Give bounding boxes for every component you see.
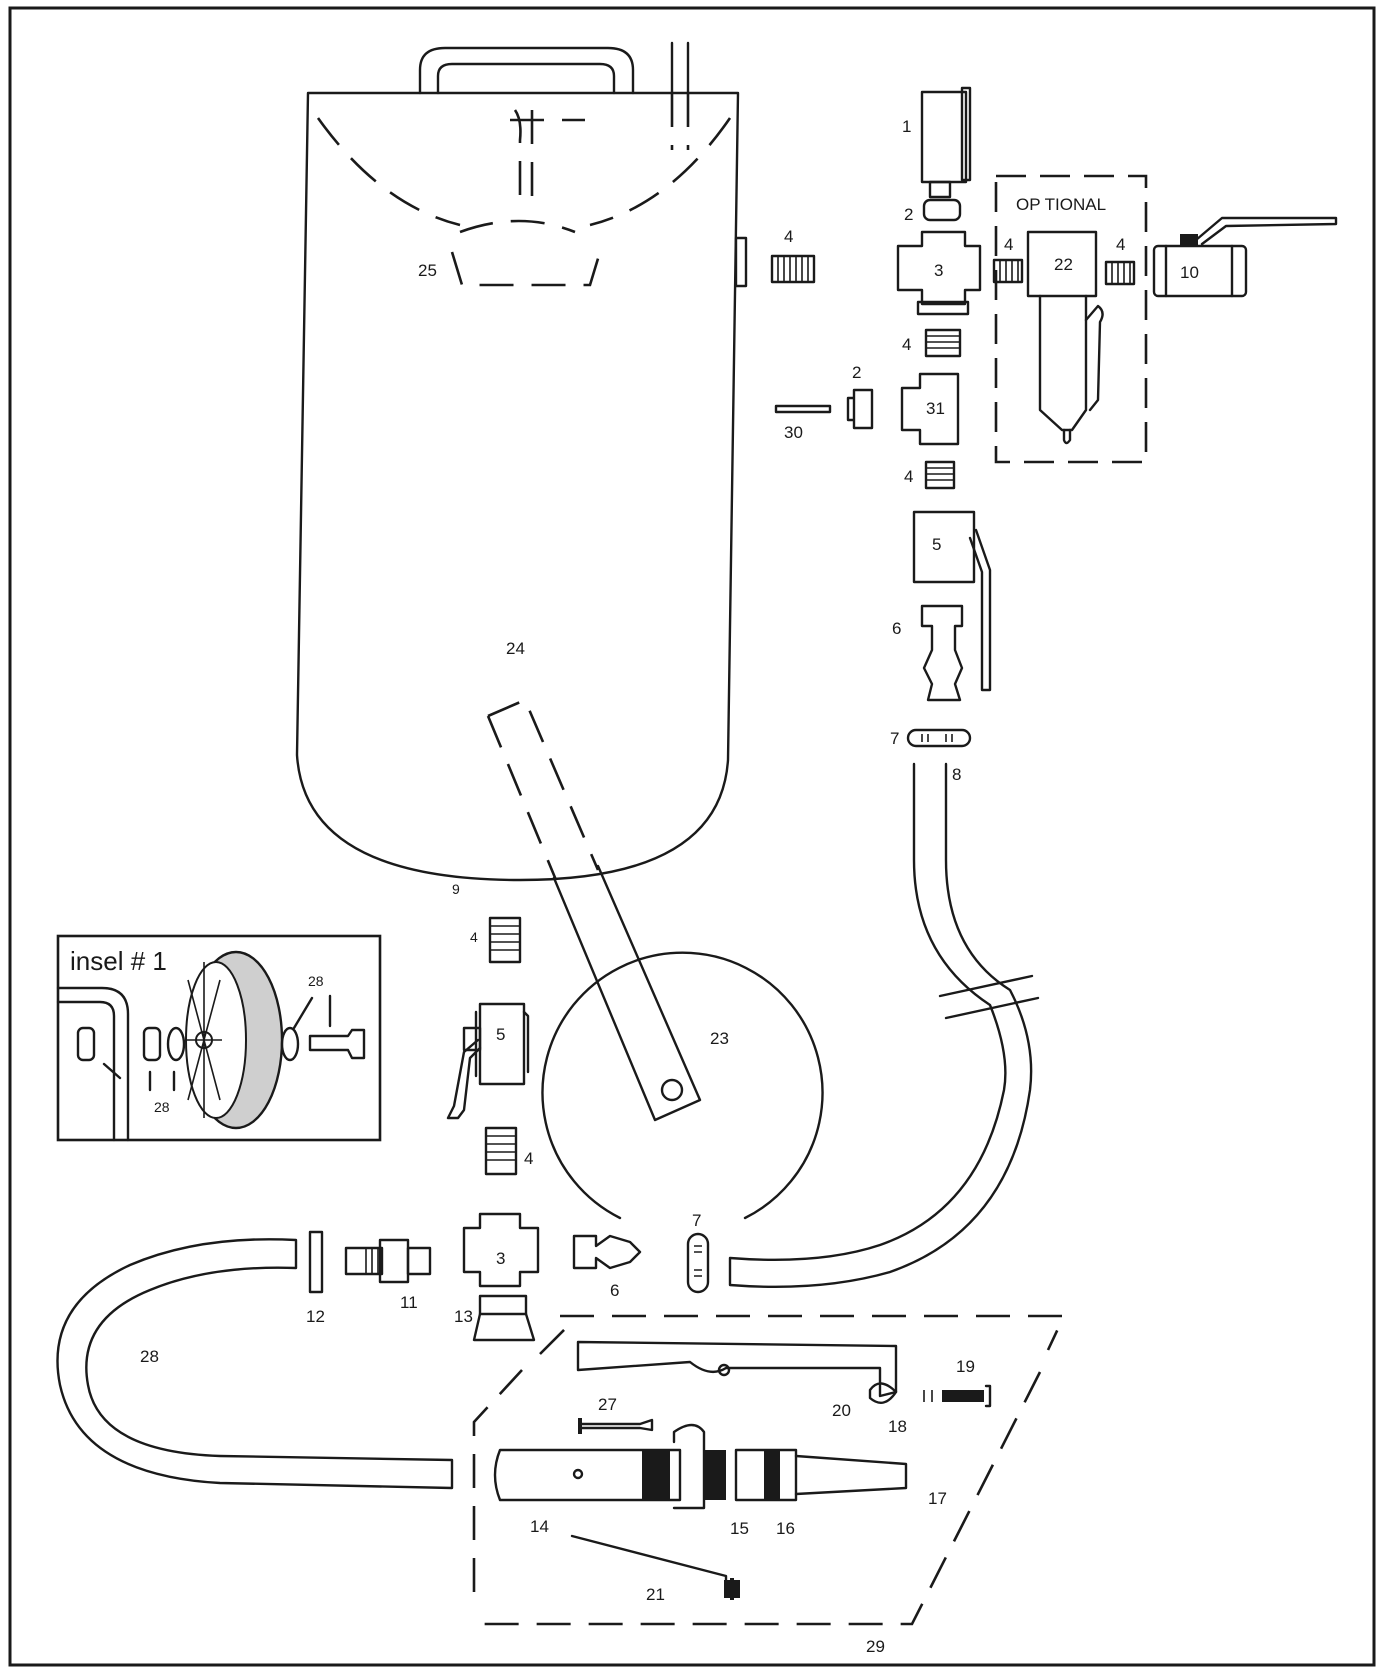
part-5-ball-valve-center bbox=[446, 1002, 530, 1120]
part-4-threaded-center bbox=[484, 1126, 518, 1176]
hose-right bbox=[728, 762, 1033, 1288]
label-22: 22 bbox=[1054, 255, 1073, 274]
label-28-inset-bottom: 28 bbox=[154, 1099, 170, 1115]
label-20: 20 bbox=[832, 1401, 851, 1420]
part-22-filter bbox=[1026, 230, 1104, 445]
label-8: 8 bbox=[952, 765, 961, 784]
inset-title: insel # 1 bbox=[70, 946, 167, 976]
label-9: 9 bbox=[452, 881, 460, 897]
part-30-rod bbox=[774, 404, 832, 414]
part-2-plug bbox=[846, 388, 874, 430]
label-6-right: 6 bbox=[892, 619, 901, 638]
label-18: 18 bbox=[888, 1417, 907, 1436]
label-4-cross-left: 4 bbox=[1004, 235, 1013, 254]
label-10: 10 bbox=[1180, 263, 1199, 282]
inset-box bbox=[56, 934, 382, 1142]
part-4-threaded-below-tank bbox=[488, 916, 522, 964]
part-4-threaded-upper-left bbox=[770, 254, 816, 284]
label-15: 15 bbox=[730, 1519, 749, 1538]
label-12: 12 bbox=[306, 1307, 325, 1326]
label-4-center: 4 bbox=[524, 1149, 533, 1168]
label-17: 17 bbox=[928, 1489, 947, 1508]
label-13: 13 bbox=[454, 1307, 473, 1326]
part-4-threaded-cross-left bbox=[992, 258, 1024, 284]
label-16: 16 bbox=[776, 1519, 795, 1538]
part-3-cross-lower bbox=[462, 1212, 540, 1288]
tank bbox=[295, 41, 748, 1122]
gun-assembly bbox=[472, 1314, 1067, 1626]
part-12-gasket bbox=[308, 1230, 324, 1294]
label-4-filter-right: 4 bbox=[1116, 235, 1125, 254]
label-6-center: 6 bbox=[610, 1281, 619, 1300]
label-5-center: 5 bbox=[496, 1025, 505, 1044]
part-7-clamp-right bbox=[906, 728, 972, 748]
label-4-upper-left: 4 bbox=[784, 227, 793, 246]
label-4-lower-mid: 4 bbox=[904, 467, 913, 486]
part-1-fitting bbox=[920, 86, 972, 199]
label-24: 24 bbox=[506, 639, 525, 658]
part-13-plug bbox=[472, 1294, 536, 1342]
part-6-barb-right bbox=[920, 604, 964, 702]
part-10-ball-valve bbox=[1152, 216, 1338, 298]
label-2-upper: 2 bbox=[904, 205, 913, 224]
label-3-upper: 3 bbox=[934, 261, 943, 280]
part-31-tee bbox=[900, 372, 960, 446]
label-11: 11 bbox=[400, 1293, 418, 1312]
part-6-barb-center bbox=[572, 1234, 642, 1270]
part-4-threaded-filter-right bbox=[1104, 260, 1136, 286]
label-4-upper-mid: 4 bbox=[902, 335, 911, 354]
label-29: 29 bbox=[866, 1637, 885, 1656]
label-1: 1 bbox=[902, 117, 911, 136]
part-4-threaded-upper-mid bbox=[924, 328, 962, 358]
label-28-inset-top: 28 bbox=[308, 973, 324, 989]
part-11-fitting bbox=[344, 1238, 432, 1284]
label-3-lower: 3 bbox=[496, 1249, 505, 1268]
part-5-ball-valve-right bbox=[912, 510, 992, 692]
wheel bbox=[541, 951, 824, 1220]
label-2-plug: 2 bbox=[852, 363, 861, 382]
label-7-right: 7 bbox=[890, 729, 899, 748]
label-28-hose: 28 bbox=[140, 1347, 159, 1366]
label-4-below-tank: 4 bbox=[470, 929, 478, 945]
label-31: 31 bbox=[926, 399, 945, 418]
label-23: 23 bbox=[710, 1029, 729, 1048]
label-7-center: 7 bbox=[692, 1211, 701, 1230]
part-2-nipple bbox=[922, 198, 962, 222]
hose-left bbox=[56, 1238, 454, 1490]
outer-frame bbox=[8, 6, 1376, 1667]
part-3-cross-upper bbox=[896, 230, 982, 316]
label-5-right: 5 bbox=[932, 535, 941, 554]
label-30: 30 bbox=[784, 423, 803, 442]
label-25: 25 bbox=[418, 261, 437, 280]
label-27: 27 bbox=[598, 1395, 617, 1414]
optional-label: OP TIONAL bbox=[1016, 195, 1106, 214]
label-14: 14 bbox=[530, 1517, 549, 1536]
optional-box bbox=[994, 174, 1148, 464]
label-21: 21 bbox=[646, 1585, 665, 1604]
part-4-threaded-lower-mid bbox=[924, 460, 956, 490]
label-19: 19 bbox=[956, 1357, 975, 1376]
part-7-clamp-center bbox=[686, 1232, 710, 1294]
